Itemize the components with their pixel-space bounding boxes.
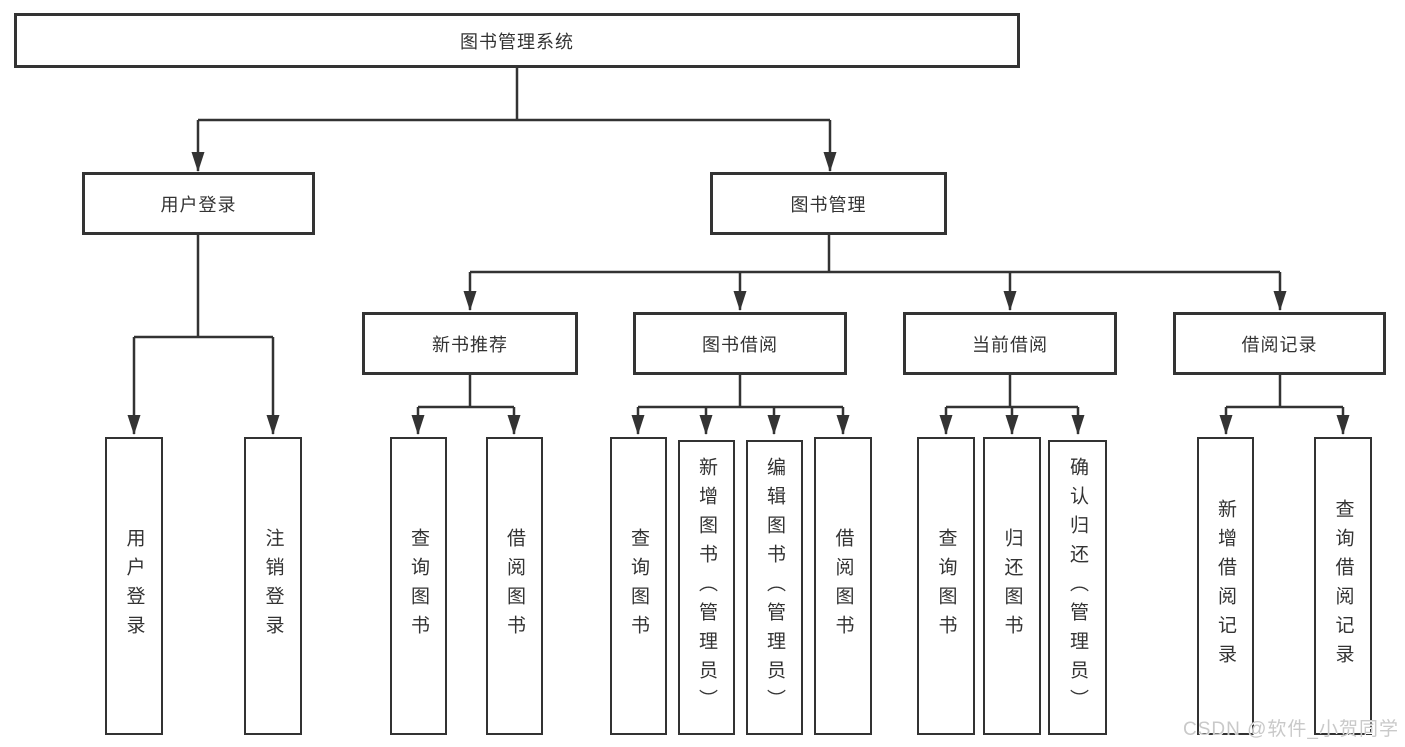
node-new-book-recommend: 新书推荐 [362, 312, 578, 375]
leaf-borrow-books: 借阅图书 [814, 437, 872, 735]
leaf-add-books-admin: 新增图书（管理员） [678, 440, 735, 735]
leaf-query-books-recommend: 查询图书 [390, 437, 447, 735]
leaf-query-borrow-record: 查询借阅记录 [1314, 437, 1372, 735]
node-current-borrow: 当前借阅 [903, 312, 1117, 375]
leaf-user-login: 用户登录 [105, 437, 163, 735]
node-user-login: 用户登录 [82, 172, 315, 235]
leaf-borrow-books-recommend: 借阅图书 [486, 437, 543, 735]
leaf-logout: 注销登录 [244, 437, 302, 735]
leaf-edit-books-admin: 编辑图书（管理员） [746, 440, 803, 735]
node-book-management: 图书管理 [710, 172, 947, 235]
node-borrow-record: 借阅记录 [1173, 312, 1386, 375]
node-library-management-system: 图书管理系统 [14, 13, 1020, 68]
leaf-return-books: 归还图书 [983, 437, 1041, 735]
leaf-add-borrow-record: 新增借阅记录 [1197, 437, 1254, 735]
leaf-query-books-current: 查询图书 [917, 437, 975, 735]
leaf-confirm-return-admin: 确认归还（管理员） [1048, 440, 1107, 735]
csdn-watermark: CSDN @软件_小贺同学 [1183, 719, 1399, 740]
node-book-borrow: 图书借阅 [633, 312, 847, 375]
leaf-query-books-borrow: 查询图书 [610, 437, 667, 735]
